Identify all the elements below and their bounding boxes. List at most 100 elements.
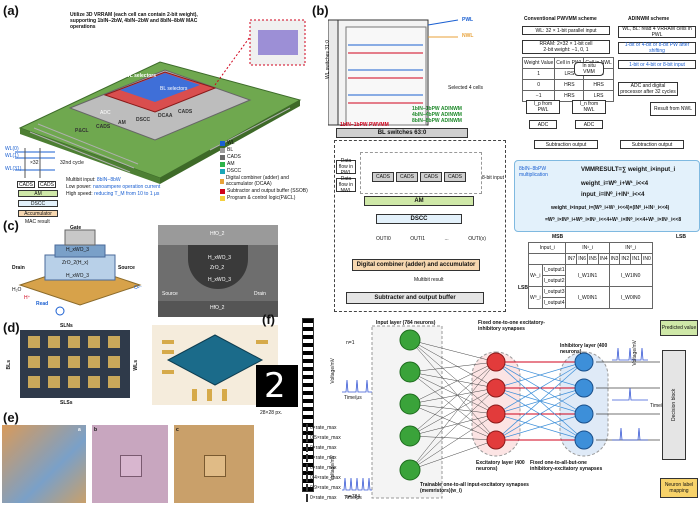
sub-c: c: [176, 427, 179, 433]
trainable-synapse: [409, 413, 497, 437]
pixel-square: [306, 424, 308, 432]
eq-line-4: weight_i×input_i=(W⁰_i+W¹_i<<4)×(IN⁰_i+I…: [551, 205, 670, 211]
legend-text: DSCC: [227, 168, 242, 174]
output-spike-trace: [612, 387, 648, 401]
inhibitory-neuron: [574, 430, 594, 450]
eq-label: 8bIN−8bPW multiplication: [519, 166, 548, 178]
trainable-synapse: [409, 413, 497, 471]
legend-item: AM: [220, 161, 310, 167]
sln-device: [28, 356, 40, 368]
legend-item: Subtractor and output buffer (SSOB): [220, 188, 310, 194]
trainable-synapse: [409, 361, 497, 405]
equation-box: 8bIN−8bPW multiplication VMMRESULT=∑ wei…: [514, 160, 700, 232]
rate-item: 0.5×rate_max: [306, 433, 341, 443]
data-flow-nwl: Data flow in NWL: [336, 176, 356, 194]
sln-device: [28, 336, 40, 348]
pwl-label: PWL: [462, 17, 474, 23]
legend-item: DSCC: [220, 168, 310, 174]
rate-text: 1×rate_max: [310, 455, 337, 461]
legend-swatch: [220, 195, 225, 201]
trainable-synapse: [409, 403, 497, 441]
rate-item: 0×rate_max: [306, 443, 337, 453]
trainable-synapse: [409, 439, 497, 471]
mnist-digit: 2: [256, 365, 298, 407]
tem-drain: Drain: [254, 291, 266, 297]
adin-input-pw: 1-bit or 4-bit or 8-bit PW after shiftin…: [618, 42, 696, 54]
trainable-synapse: [409, 371, 497, 415]
input-layer-label: Input layer (784 neurons): [376, 320, 436, 326]
decision-block: Decision block: [662, 350, 686, 460]
rate-item: 0.4×rate_max: [306, 473, 341, 483]
dscc-block: DSCC: [376, 214, 462, 224]
conv-in: I_n from NWL: [572, 100, 606, 114]
legend-swatch: [220, 140, 225, 146]
pwvmm-label: 1bIN−1bPW PWVMM: [340, 122, 389, 128]
gate-label: Gate: [70, 225, 82, 231]
sln-array-image: [20, 330, 130, 398]
bl-selectors-label: BL selectors: [160, 86, 188, 92]
legend-text: BL: [227, 147, 234, 153]
adin-adc: ADC and digital processor after 32 cycle…: [618, 82, 678, 96]
sln-device: [88, 356, 100, 368]
sln-device: [88, 376, 100, 388]
chip-illustration: [15, 19, 306, 184]
bit-sum: I_W0IN1: [565, 286, 610, 309]
nwl-label: NWL: [462, 33, 474, 39]
tem-label-4: HfO_2: [210, 305, 225, 311]
am-block: AM: [364, 196, 474, 206]
sub-a: a: [78, 427, 81, 433]
chip-block-pcl: P&CL: [75, 128, 89, 134]
cads-4: CADS: [444, 172, 466, 182]
trainable-synapse: [409, 361, 497, 373]
voltage-label-3: Voltage/mV: [632, 340, 638, 366]
tem-label-1: H_xWO_3: [208, 255, 232, 261]
legend-swatch: [220, 188, 225, 194]
spike-trace: [342, 477, 372, 491]
n1-label: n=1: [346, 340, 355, 346]
pixel-square: [306, 464, 308, 472]
excitatory-neuron: [486, 352, 506, 372]
excitatory-neuron: [486, 430, 506, 450]
layer-bot: H_xWO_3: [66, 273, 90, 279]
wafer-image: a: [2, 425, 86, 503]
panel-a: Utilize 3D VRRAM (each cell can contain …: [0, 0, 312, 201]
adin-input: 1-bit or 4-bit or 8-bit input: [618, 60, 696, 69]
predicted-value: Predicted value: [660, 320, 698, 336]
mnist-label: 28×28 px.: [260, 410, 283, 416]
multibit-label: Multibit result: [414, 277, 444, 283]
read-label: Read: [36, 301, 49, 307]
layer-mid: ZrO_2(H_x): [62, 260, 89, 266]
conv-subtraction: Subtraction output: [534, 140, 598, 149]
cads-3: CADS: [420, 172, 442, 182]
ion-h2o: H₂O: [12, 287, 22, 293]
conv-wl: WL: 32 × 1-bit parallel input: [522, 26, 610, 35]
adin-wl: WL, BL: read 4 VRRAM cells in PWL: [618, 26, 696, 38]
time-label-1: Time/μs: [344, 395, 362, 401]
sln-device: [48, 336, 60, 348]
cads-1: CADS: [372, 172, 394, 182]
legend-item: Digital combiner (adder) and accumulator…: [220, 175, 310, 187]
flow-result: MAC result: [25, 219, 50, 225]
legend-swatch: [220, 168, 225, 174]
digit-glyph: 2: [264, 366, 286, 406]
neuron-label-mapping: Neuron label mapping: [660, 478, 698, 498]
out-label-3: OUTI(x): [468, 236, 486, 242]
legend-text: Program & control logic(P&CL): [227, 195, 296, 201]
sln-device: [108, 376, 120, 388]
conv-rram: RRAM: 2×32 × 1-bit cell 2-bit weight: −1…: [522, 40, 610, 54]
panel-c-label: (c): [3, 218, 19, 233]
output-spike-trace: [612, 427, 648, 441]
panel-b-label: (b): [312, 3, 329, 18]
sln-device: [68, 356, 80, 368]
tem-image: HfO_2 H_xWO_3 ZrO_2 H_xWO_3 HfO_2 Source…: [158, 225, 278, 317]
trainable-synapse: [409, 387, 497, 405]
inhib-label: Inhibitory layer (400 neurons): [560, 343, 608, 355]
excitatory-box: [471, 351, 521, 457]
vrram-array-graphic: [328, 19, 459, 126]
wl31-label: WL(31): [5, 166, 22, 172]
legend-text: WL: [227, 140, 235, 146]
trainable-synapse: [409, 361, 497, 471]
panel-a-label: (a): [3, 3, 19, 18]
legend-item: Program & control logic(P&CL): [220, 195, 310, 201]
